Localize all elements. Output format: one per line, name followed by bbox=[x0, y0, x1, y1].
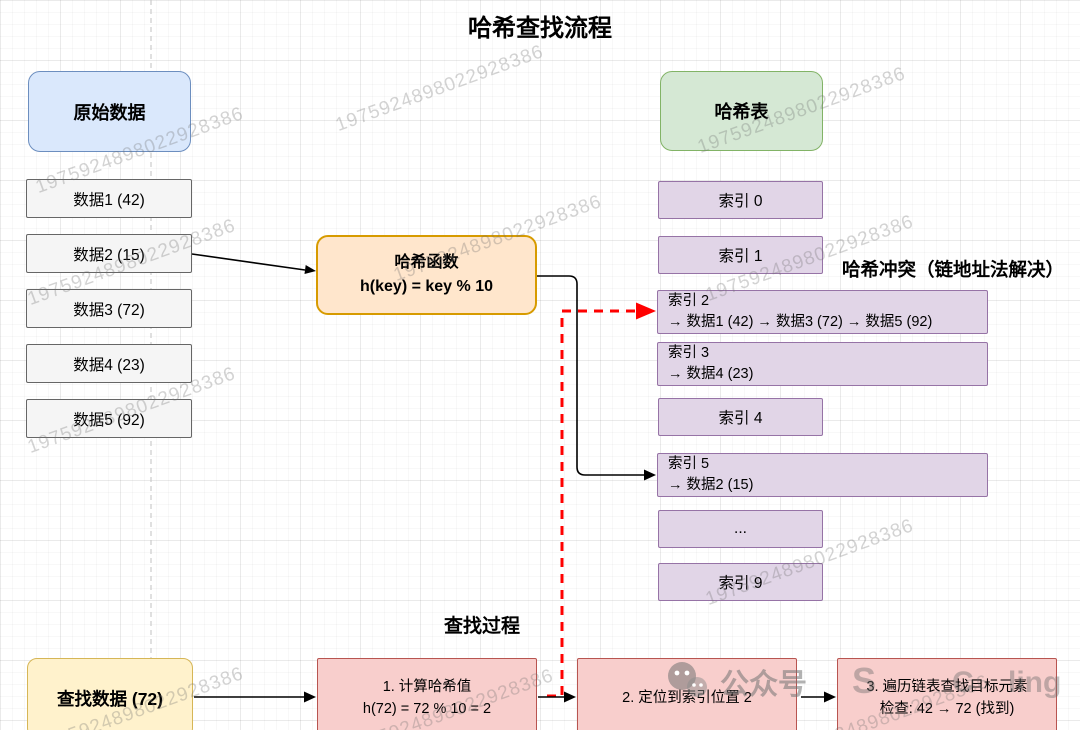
slot-chain: → 数据4 (23) bbox=[668, 366, 754, 382]
step-line2: 检查: 42 → 72 (找到) bbox=[879, 701, 1015, 717]
step-line1: 3. 遍历链表查找目标元素 bbox=[866, 678, 1028, 695]
hash-function-formula: h(key) = key % 10 bbox=[360, 278, 493, 295]
hash-slot-4: 索引 4 bbox=[658, 398, 823, 436]
hash-slot-1: 索引 1 bbox=[658, 236, 823, 274]
hash-slot-3: 索引 3 → 数据4 (23) bbox=[657, 342, 988, 386]
arrow-step1-to-step2 bbox=[538, 691, 576, 703]
arrow-hashfn-to-slot5 bbox=[537, 275, 656, 481]
arrow-data2-to-hashfn bbox=[191, 253, 316, 274]
source-data-header: 原始数据 bbox=[28, 71, 191, 152]
step-line2: h(72) = 72 % 10 = 2 bbox=[362, 701, 492, 717]
hash-table-header: 哈希表 bbox=[660, 71, 823, 151]
hash-function-name: 哈希函数 bbox=[394, 254, 459, 271]
page-title: 哈希查找流程 bbox=[468, 15, 612, 42]
arrow-query-to-step1 bbox=[194, 691, 316, 703]
data-item-5: 数据5 (92) bbox=[26, 399, 192, 438]
data-item-1: 数据1 (42) bbox=[26, 179, 192, 218]
slot-label: 索引 5 bbox=[668, 456, 710, 473]
slot-label: 索引 3 bbox=[668, 345, 710, 362]
hash-slot-ellipsis: ... bbox=[658, 510, 823, 548]
highlight-arrow-to-slot2 bbox=[547, 302, 656, 698]
slot-chain: → 数据2 (15) bbox=[668, 477, 754, 493]
watermark-text: 1975924898022928386 bbox=[332, 41, 547, 136]
arrow-step2-to-step3 bbox=[801, 691, 836, 703]
search-step-2: 2. 定位到索引位置 2 bbox=[577, 658, 797, 730]
collision-label: 哈希冲突（链地址法解决） bbox=[842, 259, 1065, 280]
step-line1: 2. 定位到索引位置 2 bbox=[622, 689, 752, 706]
slot-label: 索引 2 bbox=[668, 293, 710, 310]
step-line1: 1. 计算哈希值 bbox=[382, 678, 472, 695]
data-item-3: 数据3 (72) bbox=[26, 289, 192, 328]
data-item-4: 数据4 (23) bbox=[26, 344, 192, 383]
search-step-1: 1. 计算哈希值 h(72) = 72 % 10 = 2 bbox=[317, 658, 537, 730]
search-step-3: 3. 遍历链表查找目标元素 检查: 42 → 72 (找到) bbox=[837, 658, 1057, 730]
data-item-2: 数据2 (15) bbox=[26, 234, 192, 273]
search-query-box: 查找数据 (72) bbox=[27, 658, 193, 730]
hash-function-box: 哈希函数 h(key) = key % 10 bbox=[316, 235, 537, 315]
hash-slot-0: 索引 0 bbox=[658, 181, 823, 219]
hash-slot-9: 索引 9 bbox=[658, 563, 823, 601]
slot-chain: → 数据1 (42) → 数据3 (72) → 数据5 (92) bbox=[668, 314, 933, 330]
hash-slot-2: 索引 2 → 数据1 (42) → 数据3 (72) → 数据5 (92) bbox=[657, 290, 988, 334]
search-process-label: 查找过程 bbox=[444, 616, 521, 637]
hash-slot-5: 索引 5 → 数据2 (15) bbox=[657, 453, 988, 497]
